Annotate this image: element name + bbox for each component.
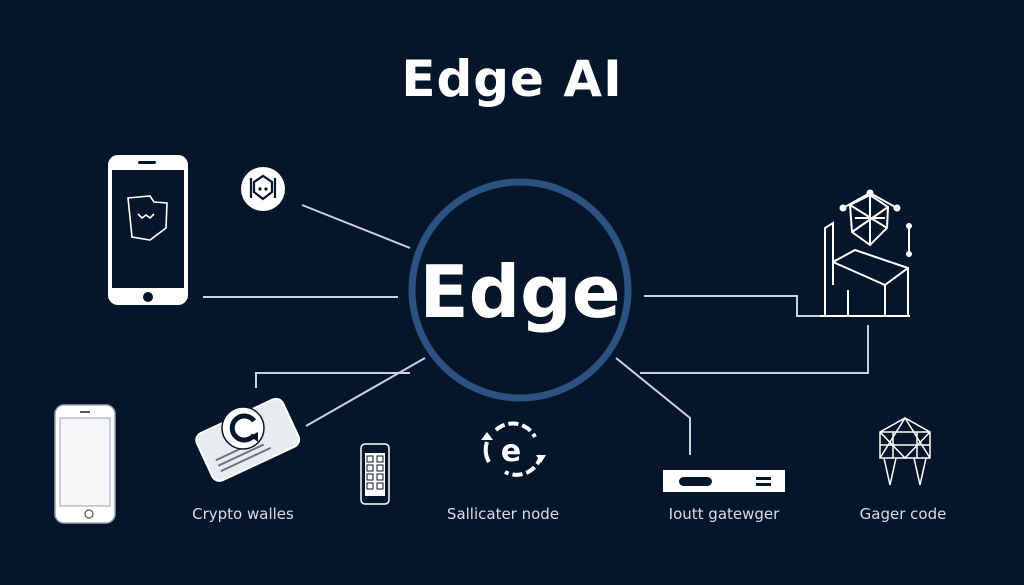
node-label-iot-gateway: Ioutt gatewger <box>668 505 780 523</box>
geodesic-workstation-icon <box>820 189 912 317</box>
gateway-device-icon <box>663 470 785 492</box>
robot-icon <box>241 167 285 211</box>
svg-text:e: e <box>501 434 521 469</box>
hub-label: Edge <box>419 250 621 334</box>
app-grid-phone-icon <box>360 443 390 505</box>
wireframe-tower-icon <box>879 416 931 486</box>
diagram-title: Edge AI <box>401 50 623 108</box>
sync-e-icon: e <box>481 421 546 477</box>
smartphone-icon <box>108 155 188 305</box>
sync-badge <box>221 406 265 450</box>
node-label-gager-code: Gager code <box>859 505 947 523</box>
node-label-sallicater-node: Sallicater node <box>446 505 560 523</box>
hub-ring <box>408 178 632 402</box>
node-label-crypto-wallets: Crypto walles <box>192 505 294 523</box>
smartphone-icon <box>54 404 116 524</box>
connector-lines <box>203 204 869 455</box>
